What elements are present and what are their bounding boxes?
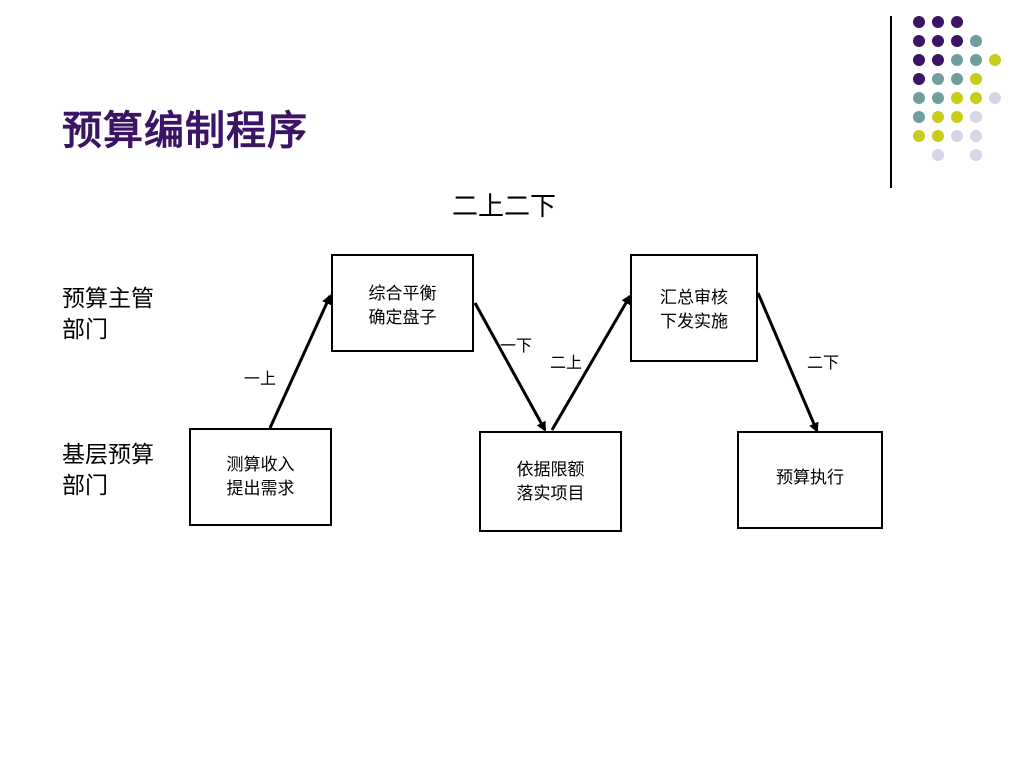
box-execute: 预算执行 [737, 431, 883, 529]
arrow-up2 [550, 294, 632, 431]
row-label-bottom-line1: 基层预算 [62, 442, 154, 468]
title-divider [890, 16, 892, 188]
row-label-top-line2: 部门 [62, 317, 108, 343]
box-calc-line1: 测算收入 [226, 455, 295, 475]
box-implement: 依据限额 落实项目 [479, 431, 622, 532]
edge-label-down2: 二下 [807, 353, 840, 372]
box-balance-line2: 确定盘子 [368, 308, 437, 328]
row-label-top-line1: 预算主管 [62, 286, 154, 312]
arrow-down2 [756, 292, 819, 433]
box-calc-line2: 提出需求 [226, 479, 295, 499]
row-label-bottom-line2: 部门 [62, 473, 108, 499]
box-review: 汇总审核 下发实施 [630, 254, 758, 362]
box-calc-demand: 测算收入 提出需求 [189, 428, 332, 526]
edge-label-up2: 二上 [550, 353, 583, 372]
edge-label-up1: 一上 [244, 369, 277, 388]
row-label-bottom: 基层预算 部门 [62, 440, 154, 502]
box-implement-line1: 依据限额 [516, 459, 585, 480]
box-review-line2: 下发实施 [660, 312, 728, 332]
edge-label-down1: 一下 [500, 336, 533, 355]
slide-title: 预算编制程序 [62, 107, 308, 154]
box-balance-line1: 综合平衡 [368, 284, 437, 304]
arrow-up1 [268, 294, 332, 429]
box-implement-line2: 落实项目 [516, 483, 585, 504]
box-execute-line1: 预算执行 [776, 468, 844, 488]
box-balance: 综合平衡 确定盘子 [331, 254, 474, 352]
box-review-line1: 汇总审核 [660, 288, 728, 308]
row-label-top: 预算主管 部门 [62, 284, 154, 346]
diagram-subtitle: 二上二下 [452, 192, 557, 222]
arrow-down1 [473, 302, 547, 432]
